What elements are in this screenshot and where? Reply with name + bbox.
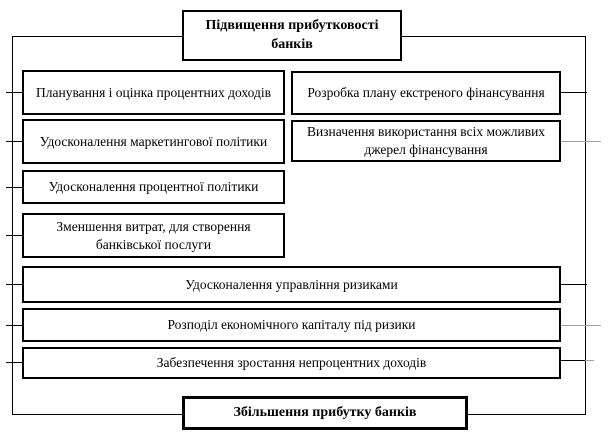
connector-line [6,235,23,237]
connector-line [561,284,587,286]
connector-line [6,92,23,94]
connector-line [6,284,23,286]
diagram-box-financing-sources: Визначення використання всіх можливих дж… [291,120,561,162]
diagram-box-cost-reduction: Зменшення витрат, для створення банківсь… [22,213,285,258]
diagram-box-emergency-financing-plan: Розробка плану екстреного фінансування [291,71,561,115]
connector-line [6,187,23,189]
header-box: Підвищення прибутковості банків [182,10,402,61]
diagram-box-marketing-policy: Удосконалення маркетингової політики [22,119,285,164]
connector-line [561,360,587,362]
diagram-box-interest-policy: Удосконалення процентної політики [22,170,285,204]
diagram-box-noninterest-income: Забезпечення зростання непроцентних дохо… [22,347,561,379]
connector-line [6,362,23,364]
connector-line [561,141,601,143]
connector-line [6,141,23,143]
diagram-box-risk-management: Удосконалення управління ризиками [22,266,561,303]
connector-line [585,360,594,362]
connector-line [561,325,601,327]
diagram-box-interest-income-planning: Планування і оцінка процентних доходів [22,70,285,115]
connector-line [6,325,23,327]
connector-line [561,92,587,94]
diagram-box-capital-allocation: Розподіл економічного капіталу під ризик… [22,308,561,342]
footer-box: Збільшення прибутку банків [182,396,468,430]
